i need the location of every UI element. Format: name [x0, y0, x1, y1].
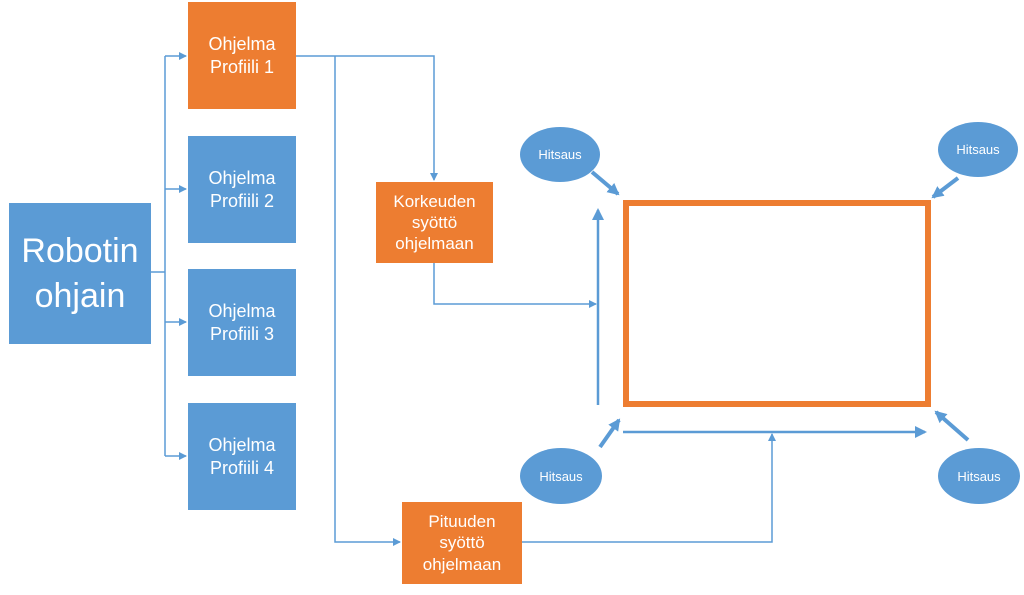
weld-bottom-right: Hitsaus [938, 448, 1020, 504]
weld-bottom-right-label: Hitsaus [957, 468, 1001, 484]
length-input-label: Pituuden syöttö ohjelmaan [422, 512, 502, 574]
profile-3-node: Ohjelma Profiili 3 [188, 269, 296, 376]
profile-2-label: Ohjelma Profiili 2 [208, 168, 276, 211]
profile-1-label: Ohjelma Profiili 1 [208, 34, 276, 77]
weld-top-right-label: Hitsaus [956, 142, 1000, 157]
height-input-node: Korkeuden syöttö ohjelmaan [376, 182, 493, 263]
workpiece-frame [623, 200, 931, 407]
weld-top-left-label: Hitsaus [538, 147, 582, 162]
weld-arrow-top-right [931, 176, 960, 199]
weld-top-left: Hitsaus [520, 127, 600, 182]
controller-node: Robotin ohjain [9, 203, 151, 344]
profile-1-node: Ohjelma Profiili 1 [188, 2, 296, 109]
height-input-label: Korkeuden syöttö ohjelmaan [393, 191, 476, 254]
weld-bottom-left: Hitsaus [520, 448, 602, 504]
profile-4-node: Ohjelma Profiili 4 [188, 403, 296, 510]
controller-label: Robotin ohjain [21, 232, 139, 315]
connector-length-to-frame [522, 433, 776, 543]
profile-2-node: Ohjelma Profiili 2 [188, 136, 296, 243]
profile-3-label: Ohjelma Profiili 3 [208, 301, 276, 344]
weld-arrow-bottom-left [598, 418, 621, 449]
weld-arrow-top-left [590, 170, 620, 196]
weld-arrow-bottom-right [934, 410, 970, 442]
weld-top-right: Hitsaus [938, 122, 1018, 177]
connector-profile1-to-length [334, 56, 401, 546]
connector-height-to-frame [433, 263, 597, 308]
weld-bottom-left-label: Hitsaus [539, 468, 583, 484]
profile-4-label: Ohjelma Profiili 4 [208, 435, 276, 478]
length-input-node: Pituuden syöttö ohjelmaan [402, 502, 522, 584]
connector-profile1-to-height [296, 55, 438, 181]
